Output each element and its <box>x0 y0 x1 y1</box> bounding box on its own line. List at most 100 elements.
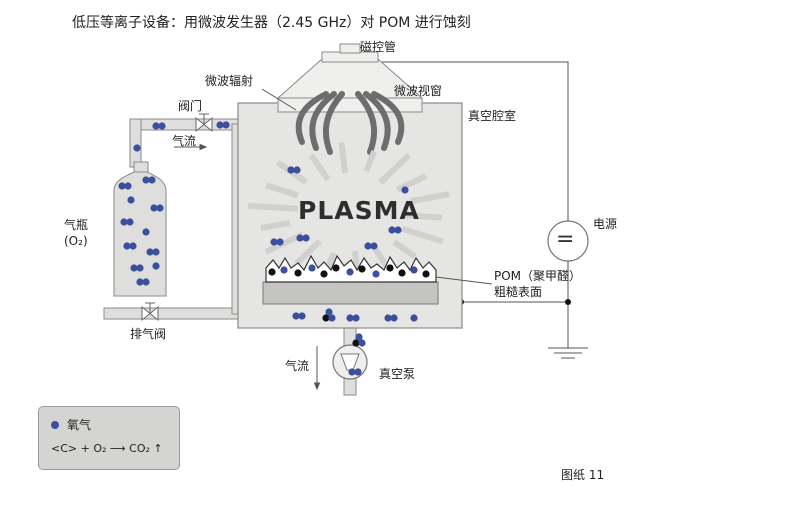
pom-label-line2: 粗糙表面 <box>494 285 543 299</box>
carbon-atom <box>422 270 430 278</box>
legend-box: 氧气 <C> + O₂ ⟶ CO₂ ↑ <box>38 406 180 470</box>
valve-top <box>195 113 213 133</box>
oxygen-atom <box>129 242 137 250</box>
wire-magnetron-to-power <box>382 61 569 222</box>
oxygen-atom <box>136 264 144 272</box>
oxygen-atom <box>410 266 418 274</box>
microwave-radiation-label: 微波辐射 <box>205 74 254 88</box>
plasma-ray <box>247 202 298 212</box>
oxygen-atom <box>222 121 230 129</box>
oxygen-atom <box>216 121 224 129</box>
wave-right-1 <box>355 91 377 155</box>
oxygen-atom <box>158 122 166 130</box>
pom-label-line1: POM（聚甲醛） <box>494 269 582 283</box>
microwave-waves <box>295 91 405 155</box>
oxygen-atom <box>346 268 354 276</box>
oxygen-atom <box>287 166 295 174</box>
oxygen-atom <box>152 248 160 256</box>
oxygen-atom <box>148 176 156 184</box>
wave-left-3 <box>323 91 345 155</box>
plasma-ray <box>409 191 450 205</box>
valve-label: 阀门 <box>178 99 203 113</box>
plasma-ray <box>338 142 349 174</box>
oxygen-atom <box>133 144 141 152</box>
oxygen-atom <box>126 218 134 226</box>
oxygen-atom <box>292 312 300 320</box>
oxygen-atom <box>296 234 304 242</box>
exhaust-valve-label: 排气阀 <box>130 327 167 341</box>
oxygen-atom <box>370 242 378 250</box>
oxygen-atom <box>146 248 154 256</box>
oxygen-atom <box>130 264 138 272</box>
plasma-ray <box>265 182 299 199</box>
oxygen-atom <box>384 314 392 322</box>
oxygen-atom <box>358 339 366 347</box>
plasma-ray <box>294 239 322 266</box>
gas-molecules <box>118 121 430 376</box>
magnetron-label: 磁控管 <box>360 40 397 54</box>
oxygen-atom <box>118 182 126 190</box>
oxygen-atom <box>388 226 396 234</box>
carbon-atom <box>398 269 406 277</box>
figure-label: 图纸 11 <box>561 468 605 482</box>
oxygen-atom <box>410 314 418 322</box>
oxygen-atom <box>270 238 278 246</box>
oxygen-atom <box>156 204 164 212</box>
wave-left-2 <box>309 91 337 151</box>
legend-oxygen-row: 氧气 <box>51 416 91 433</box>
legend-reaction: <C> + O₂ ⟶ CO₂ ↑ <box>51 442 163 455</box>
oxygen-atom <box>276 238 284 246</box>
oxygen-atom <box>142 176 150 184</box>
oxygen-atom <box>302 234 310 242</box>
oxygen-atom <box>293 166 301 174</box>
oxygen-atom <box>136 278 144 286</box>
wave-left-1 <box>295 91 329 145</box>
oxygen-atom <box>390 314 398 322</box>
oxygen-atom <box>325 308 333 316</box>
oxygen-atom <box>142 228 150 236</box>
oxygen-atom <box>394 226 402 234</box>
power-source-equals: = <box>556 227 575 252</box>
oxygen-atom <box>152 262 160 270</box>
oxygen-atom <box>352 314 360 322</box>
oxygen-atom <box>124 182 132 190</box>
oxygen-dot-icon <box>51 420 59 429</box>
oxygen-atom <box>127 196 135 204</box>
pom-label-leader <box>435 276 493 285</box>
carbon-atom <box>332 264 340 272</box>
carbon-atom <box>352 339 360 347</box>
carbon-atom <box>358 265 366 273</box>
oxygen-atom <box>150 204 158 212</box>
exhaust-valve-symbol <box>141 302 159 322</box>
plasma-ray <box>378 152 412 185</box>
plasma-ray <box>308 153 331 182</box>
power-source-label: 电源 <box>593 217 618 231</box>
diagram-title: 低压等离子设备：用微波发生器（2.45 GHz）对 POM 进行蚀刻 <box>72 15 471 31</box>
plasma-ray <box>363 150 377 173</box>
oxygen-atom <box>346 314 354 322</box>
plasma-ray <box>392 239 417 260</box>
gas-flow-arrow-bottom <box>313 346 321 391</box>
magnetron-knob <box>339 43 361 54</box>
vacuum-chamber-label: 真空腔室 <box>468 109 517 123</box>
oxygen-atom <box>308 264 316 272</box>
carbon-atom <box>322 314 330 322</box>
bottle-neck <box>133 161 149 173</box>
microwave-window-label: 微波视窗 <box>394 84 443 98</box>
wire-junction-dot <box>565 299 571 305</box>
oxygen-atom <box>328 314 336 322</box>
wave-right-3 <box>371 91 405 145</box>
oxygen-atom <box>298 312 306 320</box>
carbon-atom <box>386 264 394 272</box>
plasma-ray <box>402 212 443 221</box>
oxygen-atom <box>364 242 372 250</box>
plasma-ray <box>260 219 291 232</box>
gas-flow-bottom-label: 气流 <box>285 359 310 373</box>
oxygen-atom <box>348 368 356 376</box>
oxygen-atom <box>152 122 160 130</box>
plasma-ray <box>401 225 444 245</box>
carbon-atom <box>320 270 328 278</box>
oxygen-atom <box>120 218 128 226</box>
